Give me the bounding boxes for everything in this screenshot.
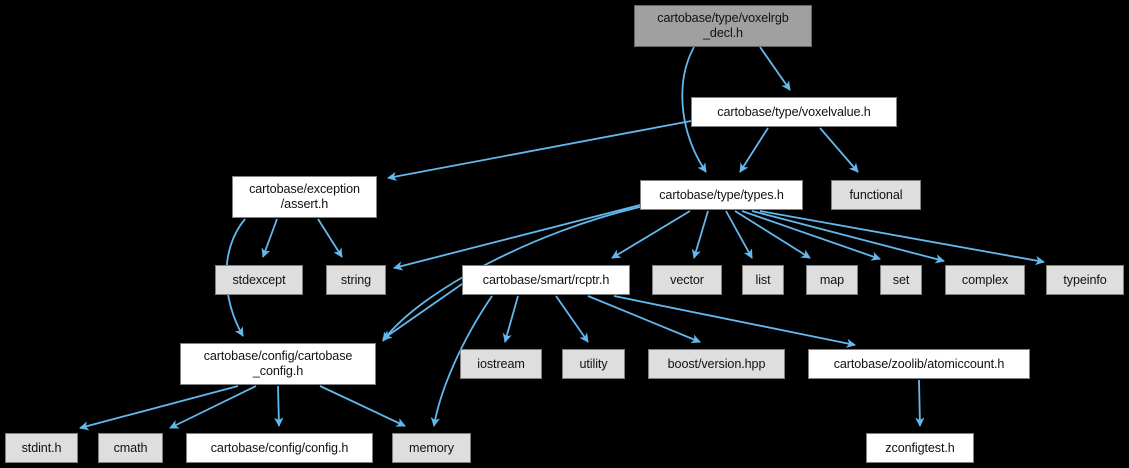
graph-node-vector[interactable]: vector (652, 265, 722, 295)
graph-node-boost_version[interactable]: boost/version.hpp (648, 349, 785, 379)
graph-edge-types-to-vector (691, 210, 709, 259)
graph-edge-atomiccount-to-zconfigtest (915, 379, 925, 427)
graph-edge-voxelvalue-to-types (739, 127, 769, 173)
graph-edge-types-to-map (734, 210, 811, 259)
graph-edge-cartobase_config-to-cmath (169, 385, 257, 429)
graph-node-assert[interactable]: cartobase/exception /assert.h (232, 176, 377, 218)
graph-node-list[interactable]: list (742, 265, 784, 295)
graph-edge-cartobase_config-to-config (274, 385, 284, 427)
graph-edge-rcptr-to-iostream (502, 295, 519, 343)
graph-edge-types-to-typeinfo (759, 210, 1045, 266)
graph-node-map[interactable]: map (806, 265, 858, 295)
graph-edge-cartobase_config-to-stdint (79, 385, 239, 431)
graph-edge-rcptr-to-memory (430, 295, 493, 427)
graph-edge-types-to-list (725, 210, 753, 259)
graph-edge-cartobase_config-to-memory (319, 385, 406, 427)
graph-node-string[interactable]: string (326, 265, 386, 295)
graph-node-memory[interactable]: memory (392, 433, 471, 463)
graph-edge-types-to-rcptr (611, 210, 691, 259)
graph-node-rcptr[interactable]: cartobase/smart/rcptr.h (462, 265, 630, 295)
graph-edge-types-to-cartobase_config (382, 206, 641, 342)
graph-edge-voxelvalue-to-functional (819, 127, 859, 173)
graph-node-iostream[interactable]: iostream (460, 349, 542, 379)
graph-edge-voxelrgb_decl-to-types (681, 46, 707, 173)
graph-edge-types-to-set (741, 210, 881, 261)
graph-edge-rcptr-to-atomiccount (613, 295, 856, 348)
graph-node-voxelrgb_decl[interactable]: cartobase/type/voxelrgb _decl.h (634, 5, 812, 47)
graph-edge-voxelrgb_decl-to-voxelvalue (759, 46, 791, 91)
graph-node-stdint[interactable]: stdint.h (5, 433, 78, 463)
graph-edge-rcptr-to-boost_version (587, 295, 701, 344)
graph-edge-rcptr-to-cartobase_config (382, 283, 463, 340)
edge-group (79, 46, 1045, 431)
graph-node-zconfigtest[interactable]: zconfigtest.h (866, 433, 974, 463)
graph-edge-rcptr-to-utility (555, 295, 589, 343)
graph-edge-types-to-complex (751, 210, 945, 264)
graph-node-cartobase_config[interactable]: cartobase/config/cartobase _config.h (180, 343, 376, 385)
graph-node-typeinfo[interactable]: typeinfo (1046, 265, 1124, 295)
graph-edge-types-to-string (393, 204, 641, 271)
graph-node-utility[interactable]: utility (562, 349, 625, 379)
graph-node-stdexcept[interactable]: stdexcept (215, 265, 303, 295)
graph-node-cmath[interactable]: cmath (98, 433, 163, 463)
graph-node-config[interactable]: cartobase/config/config.h (186, 433, 373, 463)
graph-edge-assert-to-stdexcept (261, 218, 278, 258)
graph-edge-voxelvalue-to-assert (387, 120, 692, 182)
graph-node-atomiccount[interactable]: cartobase/zoolib/atomiccount.h (808, 349, 1030, 379)
graph-node-voxelvalue[interactable]: cartobase/type/voxelvalue.h (691, 97, 897, 127)
graph-node-functional[interactable]: functional (831, 180, 921, 210)
graph-node-set[interactable]: set (880, 265, 922, 295)
graph-edge-assert-to-string (317, 218, 343, 258)
graph-node-complex[interactable]: complex (945, 265, 1025, 295)
graph-node-types[interactable]: cartobase/type/types.h (640, 180, 803, 210)
